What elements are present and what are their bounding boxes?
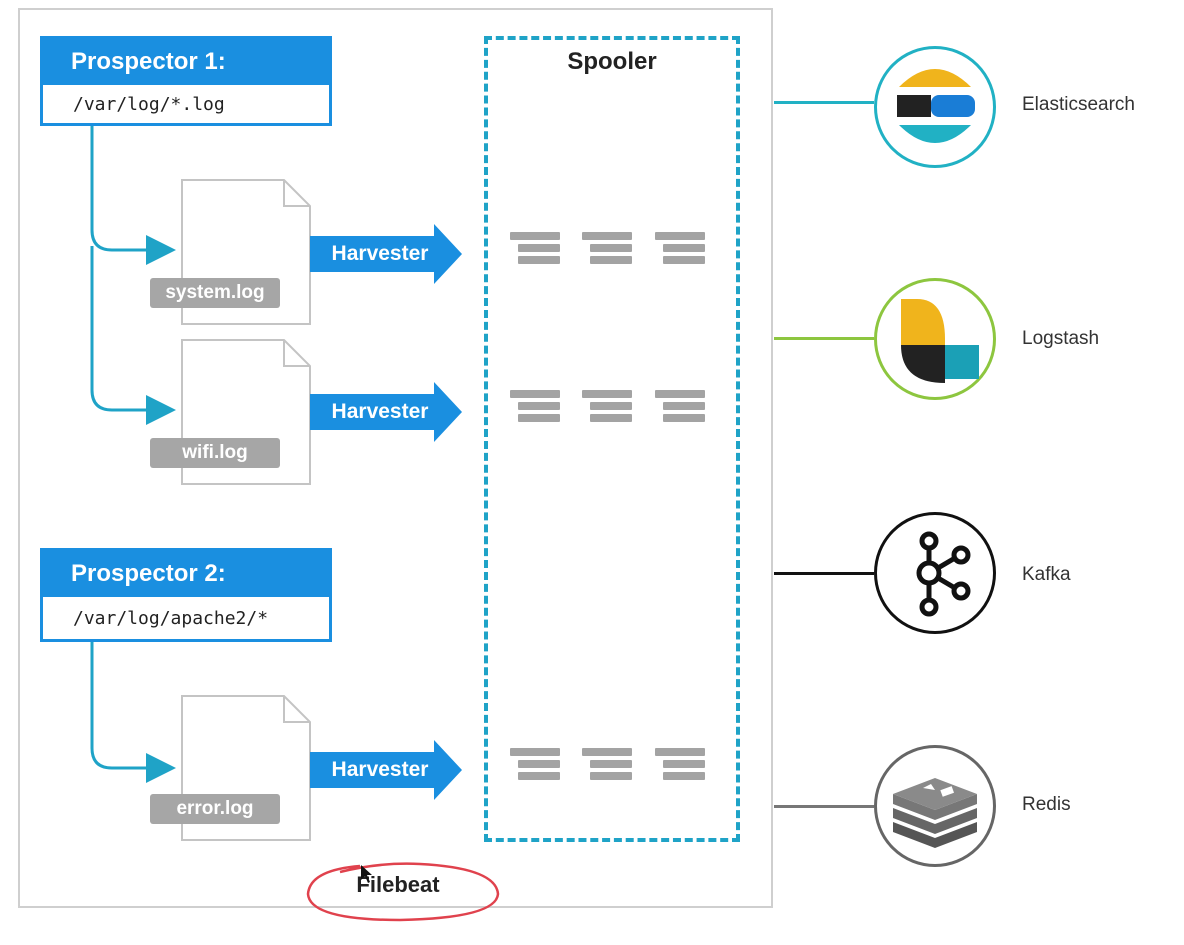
prospector-2-path: /var/log/apache2/*: [73, 608, 269, 629]
harvester-2: Harvester: [310, 382, 462, 442]
event-bar: [518, 244, 560, 252]
connector-elasticsearch: [774, 101, 874, 104]
event-bar: [518, 760, 560, 768]
connector-p1-wifi: [90, 246, 176, 425]
logstash-icon: [901, 299, 979, 383]
event-bar: [510, 390, 560, 398]
connector-p1-system: [90, 126, 176, 265]
prospector-2: Prospector 2: /var/log/apache2/*: [40, 548, 332, 642]
annotation-circle: [306, 862, 500, 922]
harvester-2-label: Harvester: [331, 400, 429, 423]
event-bar: [590, 402, 632, 410]
event-bar: [582, 748, 632, 756]
event-bar: [663, 772, 705, 780]
event-bar: [663, 414, 705, 422]
spooler-event-stack: [510, 748, 560, 788]
spooler-event-stack: [582, 748, 632, 788]
harvester-3: Harvester: [310, 740, 462, 800]
connector-logstash: [774, 337, 874, 340]
connector-kafka: [774, 572, 874, 575]
file-label-wifi-log: wifi.log: [150, 438, 280, 468]
event-bar: [590, 760, 632, 768]
cursor-icon: [361, 865, 372, 883]
event-bar: [655, 748, 705, 756]
output-redis: [874, 745, 996, 867]
spooler-box: [484, 36, 740, 842]
spooler-event-stack: [582, 232, 632, 272]
connector-p2-error: [90, 642, 176, 783]
event-bar: [518, 772, 560, 780]
output-label-logstash: Logstash: [1022, 328, 1100, 349]
event-bar: [518, 256, 560, 264]
event-bar: [510, 232, 560, 240]
output-elasticsearch: [874, 46, 996, 168]
connector-redis: [774, 805, 874, 808]
output-logstash: [874, 278, 996, 400]
file-wifi-log: wifi.log: [150, 338, 311, 486]
event-bar: [582, 390, 632, 398]
event-bar: [518, 414, 560, 422]
prospector-1-title: Prospector 1:: [43, 39, 329, 85]
spooler-event-stack: [510, 390, 560, 430]
event-bar: [590, 256, 632, 264]
event-bar: [663, 760, 705, 768]
filebeat-container: [18, 8, 773, 908]
event-bar: [663, 402, 705, 410]
harvester-1-label: Harvester: [331, 242, 429, 265]
elasticsearch-icon: [897, 69, 975, 143]
event-bar: [590, 414, 632, 422]
output-kafka: [874, 512, 996, 634]
event-bar: [518, 402, 560, 410]
prospector-1-path: /var/log/*.log: [73, 94, 225, 115]
event-bar: [663, 244, 705, 252]
file-label-system-log: system.log: [150, 278, 280, 308]
arrow-right-icon: [310, 224, 462, 284]
spooler-title: Spooler: [567, 48, 657, 75]
prospector-2-title: Prospector 2:: [43, 551, 329, 597]
arrow-right-icon: [310, 382, 462, 442]
harvester-1: Harvester: [310, 224, 462, 284]
filebeat-label: Filebeat: [356, 872, 440, 897]
prospector-1: Prospector 1: /var/log/*.log: [40, 36, 332, 126]
redis-icon: [893, 778, 977, 848]
event-bar: [663, 256, 705, 264]
kafka-icon: [916, 531, 971, 617]
event-bar: [590, 244, 632, 252]
spooler-event-stack: [655, 232, 705, 272]
file-error-log: error.log: [150, 694, 311, 842]
output-label-redis: Redis: [1022, 794, 1071, 815]
event-bar: [655, 232, 705, 240]
spooler-event-stack: [510, 232, 560, 272]
output-label-kafka: Kafka: [1022, 564, 1071, 585]
event-bar: [655, 390, 705, 398]
spooler-event-stack: [655, 390, 705, 430]
arrow-right-icon: [310, 740, 462, 800]
spooler-event-stack: [655, 748, 705, 788]
file-system-log: system.log: [150, 178, 311, 326]
event-bar: [582, 232, 632, 240]
event-bar: [510, 748, 560, 756]
spooler-event-stack: [582, 390, 632, 430]
output-label-elasticsearch: Elasticsearch: [1022, 94, 1135, 115]
harvester-3-label: Harvester: [331, 758, 429, 781]
event-bar: [590, 772, 632, 780]
file-label-error-log: error.log: [150, 794, 280, 824]
